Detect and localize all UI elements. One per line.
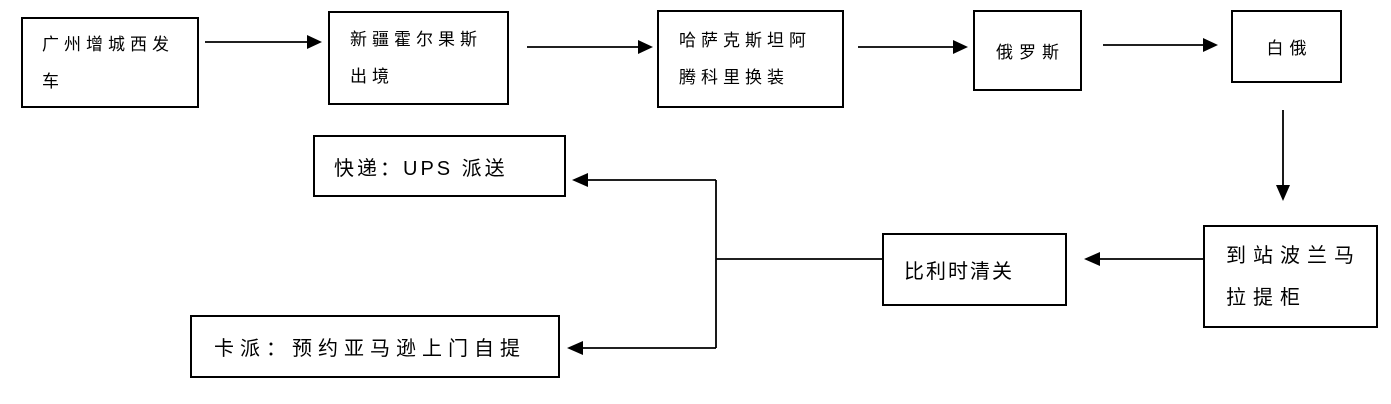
flow-node-belarus: 白俄 [1231, 10, 1342, 83]
arrow-branch-to-kapai [567, 341, 716, 355]
arrow-belarus-to-poland [1276, 110, 1290, 201]
flow-node-guangzhou-departure: 广州增城西发 车 [21, 17, 199, 108]
arrow-guangzhou-to-xinjiang [205, 35, 322, 49]
arrow-poland-to-belgium [1084, 252, 1203, 266]
arrow-branch-to-ups [572, 173, 716, 187]
flow-node-ups-delivery: 快递：UPS 派送 [313, 135, 566, 197]
flow-node-xinjiang-exit: 新疆霍尔果斯 出境 [328, 11, 509, 105]
flow-node-kazakhstan-reload: 哈萨克斯坦阿 腾科里换装 [657, 10, 844, 108]
arrow-kazakhstan-to-russia [858, 40, 968, 54]
arrow-xinjiang-to-kazakhstan [527, 40, 653, 54]
flow-node-amazon-pickup: 卡派：预约亚马逊上门自提 [190, 315, 560, 378]
flow-node-russia: 俄罗斯 [973, 10, 1082, 91]
arrow-russia-to-belarus [1103, 38, 1218, 52]
flow-node-poland-pickup: 到站波兰马 拉提柜 [1203, 225, 1378, 328]
connector-belgium-to-branch [715, 180, 882, 348]
flow-node-belgium-customs: 比利时清关 [882, 233, 1067, 306]
